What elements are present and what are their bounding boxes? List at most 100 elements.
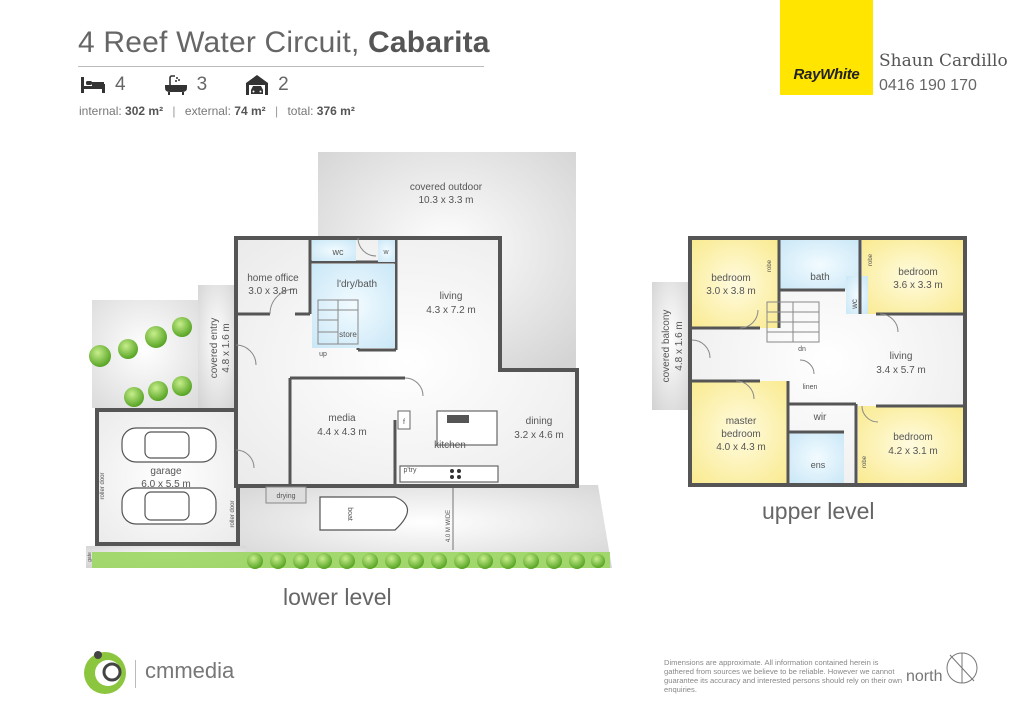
tree-icon bbox=[89, 317, 192, 407]
media-label: media bbox=[328, 413, 356, 424]
car-icon bbox=[121, 427, 217, 525]
w-label: w bbox=[382, 249, 389, 256]
pantry-label: p'try bbox=[403, 467, 417, 474]
street-address: 4 Reef Water Circuit, bbox=[78, 26, 360, 59]
wc-room bbox=[312, 240, 356, 261]
ensuite-label: ens bbox=[811, 460, 826, 470]
garage-car-icon bbox=[246, 75, 269, 95]
media-size: 4.4 x 4.3 m bbox=[317, 427, 366, 438]
brand-divider bbox=[135, 660, 136, 688]
cmmedia-logo-icon bbox=[84, 651, 126, 694]
hedge-shrubs bbox=[247, 553, 605, 569]
store-label: store bbox=[339, 330, 357, 339]
bedroom-1 bbox=[692, 240, 779, 328]
covered-outdoor-label: covered outdoor bbox=[410, 182, 483, 193]
north-label: north bbox=[906, 668, 943, 685]
upper-bath-label: bath bbox=[810, 272, 829, 283]
boat-label: boat bbox=[346, 507, 353, 521]
robe-1-label: robe bbox=[767, 259, 773, 272]
bedroom-2-label: bedroom bbox=[898, 267, 937, 278]
up-label: up bbox=[319, 351, 327, 358]
dn-label: dn bbox=[798, 346, 806, 353]
robe-2-label: robe bbox=[868, 253, 874, 266]
linen-label: linen bbox=[803, 384, 818, 391]
bedroom-1-size: 3.0 x 3.8 m bbox=[706, 286, 755, 297]
roller-door-label-left: roller door bbox=[100, 472, 106, 499]
balcony-label: covered balcony bbox=[661, 310, 672, 383]
home-office-size: 3.0 x 3.8 m bbox=[248, 286, 297, 297]
sink bbox=[447, 415, 469, 423]
agency-logo: RayWhite bbox=[780, 0, 873, 95]
gate-label: gate bbox=[87, 552, 93, 562]
feature-summary: 4 3 2 bbox=[80, 73, 327, 97]
dining-size: 3.2 x 4.6 m bbox=[514, 430, 563, 441]
bathroom-count: 3 bbox=[164, 74, 207, 96]
wir-label: wir bbox=[813, 412, 827, 423]
kitchen-bench bbox=[399, 465, 499, 483]
lower-living-size: 4.3 x 7.2 m bbox=[426, 305, 475, 316]
drying-label: drying bbox=[276, 493, 295, 500]
bedroom-2 bbox=[862, 240, 963, 314]
bedroom-count: 4 bbox=[80, 74, 126, 96]
lower-stairs bbox=[317, 299, 359, 345]
compass-icon bbox=[946, 652, 978, 684]
roller-door-label-right: roller door bbox=[230, 500, 236, 527]
total-area: 376 m² bbox=[316, 104, 355, 118]
suburb: Cabarita bbox=[368, 26, 490, 59]
covered-balcony bbox=[652, 282, 690, 410]
home-office-label: home office bbox=[247, 273, 299, 284]
upper-wc bbox=[846, 276, 868, 314]
w-closet bbox=[378, 240, 395, 262]
drying-area bbox=[265, 486, 307, 504]
garage-label: garage bbox=[150, 466, 182, 477]
fridge-space bbox=[397, 410, 411, 430]
upper-wc-label: wc bbox=[850, 299, 859, 310]
master-label-2: bedroom bbox=[721, 429, 760, 440]
car-space-count: 2 bbox=[245, 74, 289, 96]
lower-door-swings bbox=[235, 237, 424, 469]
upper-level-label: upper level bbox=[762, 498, 875, 524]
cooktop-icon bbox=[450, 469, 461, 479]
ensuite bbox=[790, 432, 844, 483]
robe-3-label: robe bbox=[862, 455, 868, 468]
title-divider bbox=[78, 66, 484, 67]
upper-living-size: 3.4 x 5.7 m bbox=[876, 365, 925, 376]
fridge-label: f bbox=[403, 419, 405, 426]
bedroom-3 bbox=[858, 406, 963, 483]
boat-icon bbox=[319, 496, 409, 531]
bedroom-1-label: bedroom bbox=[711, 273, 750, 284]
garden-bed bbox=[92, 300, 198, 408]
balcony-size: 4.8 x 1.6 m bbox=[674, 321, 685, 370]
bedroom-3-size: 4.2 x 3.1 m bbox=[888, 446, 937, 457]
internal-area: 302 m² bbox=[125, 104, 164, 118]
upper-stairs bbox=[766, 301, 820, 343]
bedroom-2-size: 3.6 x 3.3 m bbox=[893, 280, 942, 291]
agent-name: Shaun Cardillo bbox=[879, 51, 1008, 71]
disclaimer: Dimensions are approximate. All informat… bbox=[664, 658, 903, 694]
dining-label: dining bbox=[526, 416, 553, 427]
upper-interior-walls bbox=[692, 240, 963, 483]
kitchen-label: kitchen bbox=[434, 440, 466, 451]
laundry-bath-room bbox=[312, 264, 395, 348]
master-bedroom bbox=[692, 381, 788, 483]
upper-living-label: living bbox=[890, 351, 913, 362]
garage-size: 6.0 x 5.5 m bbox=[141, 479, 190, 490]
covered-entry-label: covered entry bbox=[209, 318, 220, 379]
master-label-1: master bbox=[726, 416, 757, 427]
cmmedia-brand: cmmedia bbox=[145, 658, 235, 683]
side-path bbox=[198, 285, 236, 408]
width-label: 4.0 M WIDE bbox=[446, 510, 452, 542]
covered-entry-size: 4.8 x 1.6 m bbox=[221, 323, 232, 372]
agent-phone[interactable]: 0416 190 170 bbox=[879, 77, 977, 94]
wc-label: wc bbox=[332, 247, 344, 257]
lower-living-label: living bbox=[440, 291, 463, 302]
laundry-bath-label: l'dry/bath bbox=[337, 279, 377, 290]
bedroom-3-label: bedroom bbox=[893, 432, 932, 443]
lower-level-plan: covered outdoor 10.3 x 3.3 m home office… bbox=[86, 152, 612, 569]
lower-level-label: lower level bbox=[283, 584, 392, 610]
external-area: 74 m² bbox=[234, 104, 266, 118]
upper-door-swings bbox=[691, 309, 899, 423]
floor-areas: internal: 302 m² | external: 74 m² | tot… bbox=[79, 104, 355, 118]
property-address: 4 Reef Water Circuit, Cabarita bbox=[78, 26, 490, 60]
